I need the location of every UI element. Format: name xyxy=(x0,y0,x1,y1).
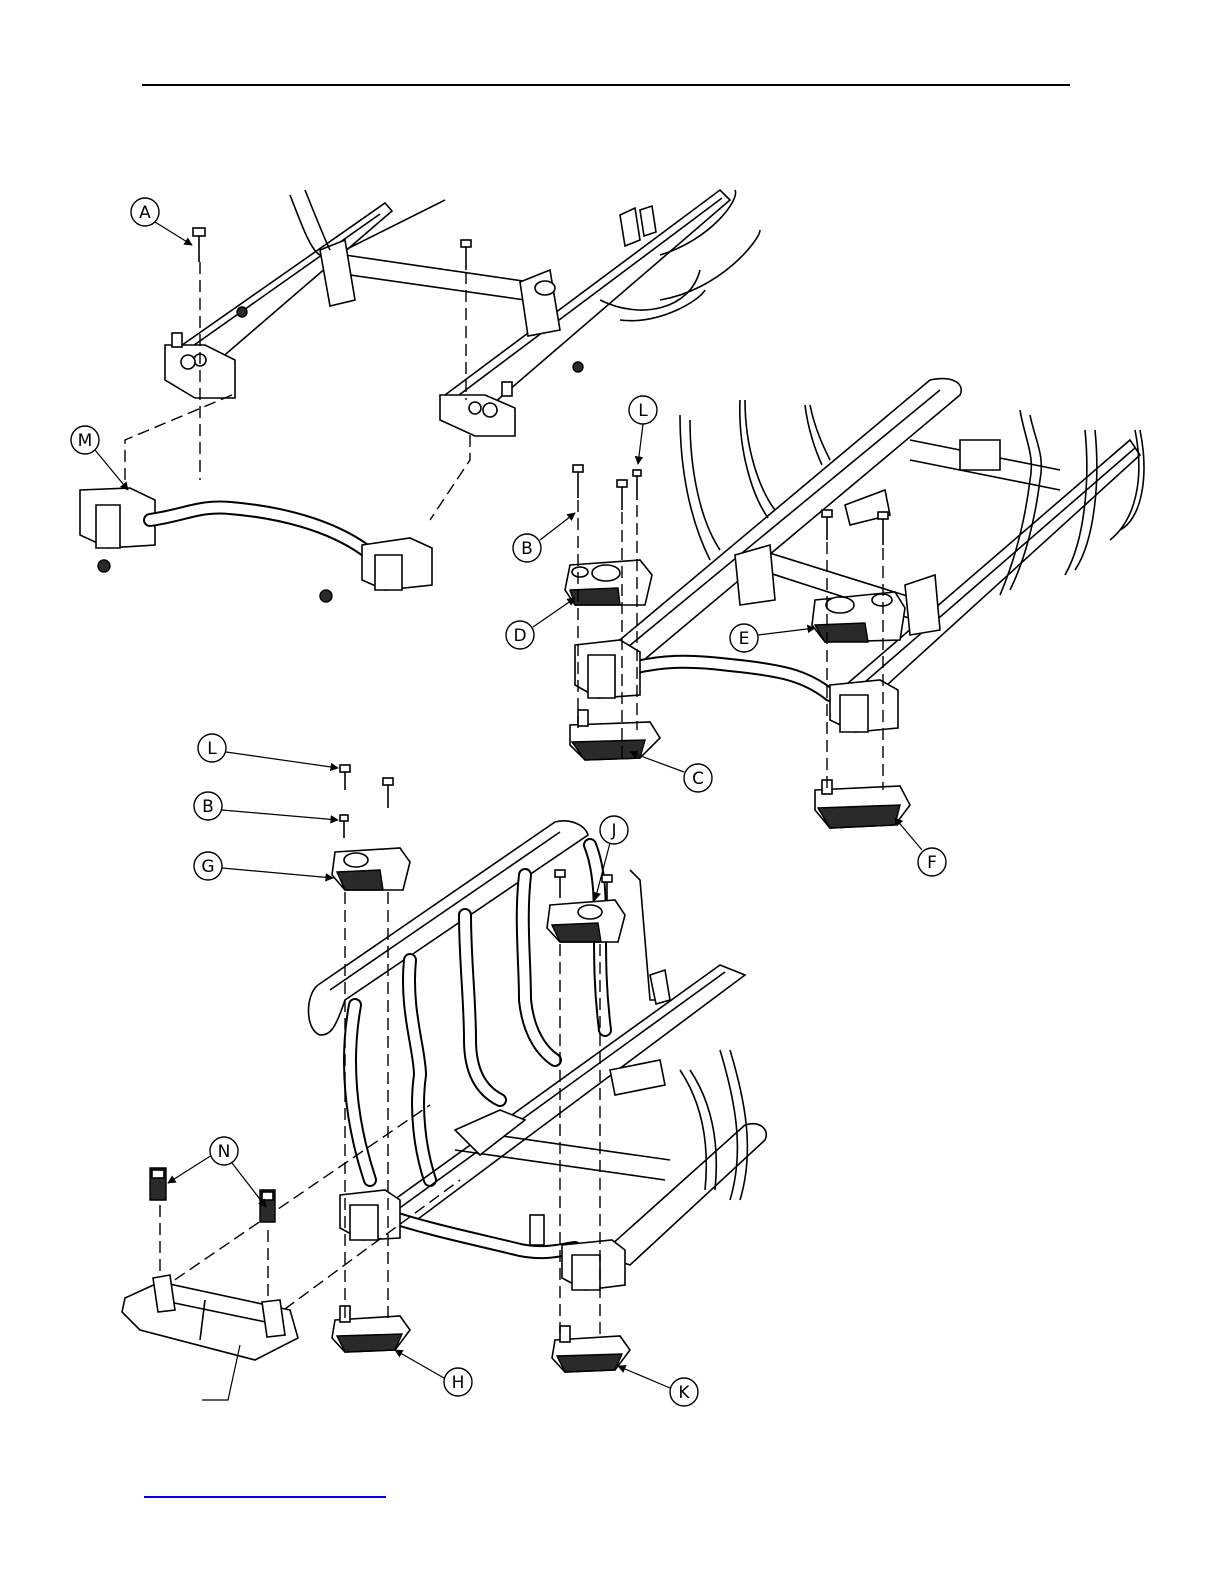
callout-g: G xyxy=(194,852,333,880)
callout-k: K xyxy=(618,1366,698,1406)
front-bumper xyxy=(122,1275,298,1360)
foot-h xyxy=(332,1306,410,1352)
callout-e-label: E xyxy=(739,629,750,649)
callout-l-upper: L xyxy=(629,396,657,464)
callout-b-lower: B xyxy=(194,792,338,820)
callout-n-label: N xyxy=(218,1142,231,1162)
callout-a-label: A xyxy=(139,203,151,223)
callout-b-upper-label: B xyxy=(521,539,533,559)
callout-h: H xyxy=(395,1350,472,1396)
bolt-center xyxy=(461,240,471,270)
callout-n: N xyxy=(168,1137,266,1207)
clip-n-left xyxy=(150,1168,166,1200)
foot-c xyxy=(570,710,660,760)
callout-l-upper-label: L xyxy=(638,401,648,421)
cover-g xyxy=(332,848,410,890)
callout-d: D xyxy=(506,598,575,649)
callout-j-label: J xyxy=(610,821,616,841)
clip-n-right xyxy=(260,1190,275,1222)
callout-a: A xyxy=(131,198,192,245)
assembly-top-left xyxy=(80,190,760,602)
callout-c-label: C xyxy=(692,769,704,789)
callout-f: F xyxy=(895,818,946,876)
callout-k-label: K xyxy=(678,1383,690,1403)
callout-l-lower: L xyxy=(198,734,338,768)
cover-e xyxy=(812,592,905,642)
cover-j xyxy=(547,900,625,942)
callout-h-label: H xyxy=(452,1373,465,1393)
callout-m-label: M xyxy=(78,431,93,451)
foot-f xyxy=(815,780,910,828)
callout-c: C xyxy=(630,752,712,792)
callout-f-label: F xyxy=(927,853,937,873)
callout-m: M xyxy=(71,426,128,490)
callout-e: E xyxy=(730,624,815,652)
foot-k xyxy=(552,1326,630,1372)
callout-b-lower-label: B xyxy=(202,797,214,817)
bolt-a xyxy=(193,228,205,262)
callout-l-lower-label: L xyxy=(207,739,217,759)
callout-d-label: D xyxy=(513,626,526,646)
callout-b-upper: B xyxy=(513,513,575,562)
callout-g-label: G xyxy=(201,857,214,877)
